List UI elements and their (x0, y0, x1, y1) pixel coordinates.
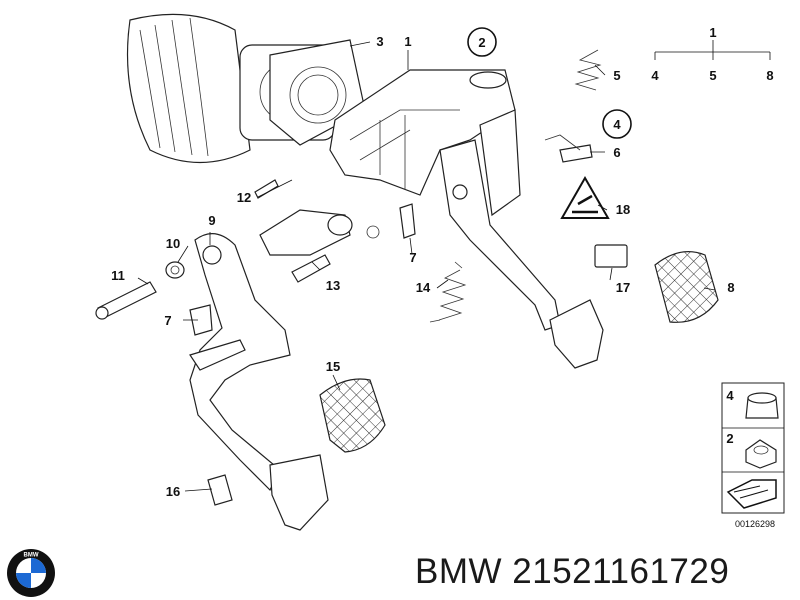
part-label: 7 (164, 313, 171, 328)
caption-part-number: 21521161729 (512, 552, 730, 591)
part-label: 12 (237, 190, 251, 205)
bolt-6 (544, 134, 593, 163)
part-label: 9 (208, 213, 215, 228)
part-number-caption: BMW 21521161729 (415, 552, 729, 592)
return-spring-14 (429, 261, 467, 323)
part-label: 18 (616, 202, 630, 217)
part-label: 16 (166, 484, 180, 499)
part-label: 4 (613, 117, 621, 132)
clip-7a (189, 304, 213, 336)
pin-11 (95, 281, 157, 320)
part-labels: 1 3 5 6 7 7 8 9 10 11 12 13 14 15 16 17 … (111, 34, 734, 499)
part-label: 8 (727, 280, 734, 295)
return-spring-5 (574, 49, 602, 91)
circled-label-2: 2 (467, 27, 497, 57)
legend-label: 4 (651, 68, 659, 83)
brake-pedal-arm (439, 109, 604, 369)
part-label: 5 (613, 68, 620, 83)
part-label: 11 (111, 268, 125, 283)
bushing-10 (165, 261, 185, 279)
part-label: 17 (616, 280, 630, 295)
clutch-pedal-pad (319, 378, 386, 453)
clip-16 (207, 474, 233, 506)
caption-brand: BMW (415, 552, 503, 591)
pin-13 (291, 254, 331, 283)
legend-box-label: 2 (726, 431, 733, 446)
part-label: 1 (404, 34, 411, 49)
legend-tree: 1 4 5 8 (651, 25, 773, 83)
clutch-master-cylinder (259, 209, 380, 256)
legend-label: 8 (766, 68, 773, 83)
part-label: 7 (409, 250, 416, 265)
legend-box-label: 4 (726, 388, 734, 403)
logo-text: BMW (24, 553, 39, 559)
legend-box: 4 2 00126298 (721, 382, 785, 529)
legend-label: 1 (709, 25, 716, 40)
brake-pedal-pad (654, 251, 719, 323)
part-label: 3 (376, 34, 383, 49)
part-label: 14 (416, 280, 431, 295)
brake-light-switch-17 (594, 244, 628, 268)
part-label: 13 (326, 278, 340, 293)
reference-number: 00126298 (735, 519, 775, 529)
pin-12 (254, 179, 279, 199)
clutch-pedal-arm (189, 233, 329, 531)
part-label: 15 (326, 359, 340, 374)
part-label: 6 (613, 145, 620, 160)
warning-triangle-icon (560, 175, 610, 219)
part-label: 2 (478, 35, 485, 50)
leader-lines (137, 40, 770, 492)
circled-label-4: 4 (602, 109, 632, 139)
bmw-logo: BMW (7, 549, 55, 597)
part-label: 10 (166, 236, 180, 251)
legend-label: 5 (709, 68, 716, 83)
clip-7b (399, 203, 416, 239)
